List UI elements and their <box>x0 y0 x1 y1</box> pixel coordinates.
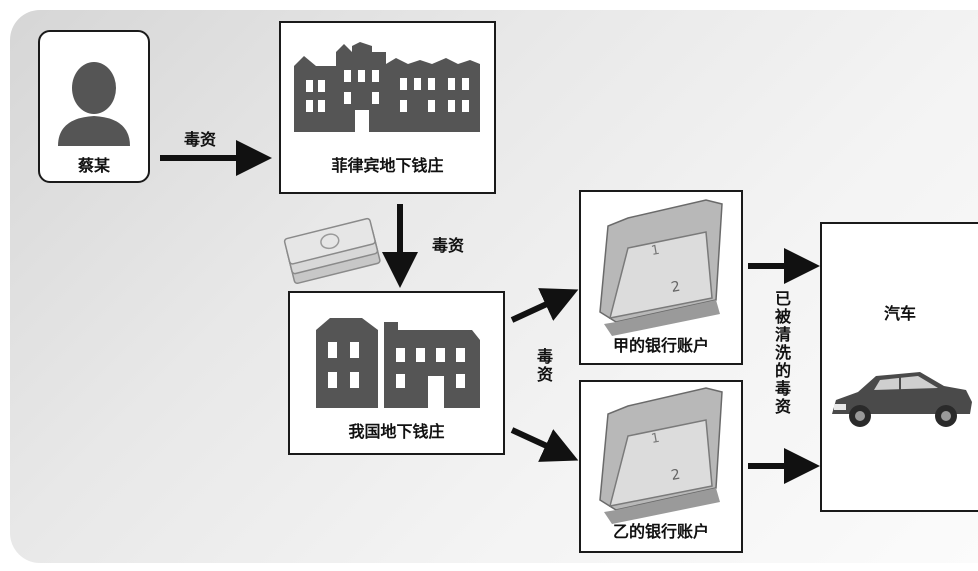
philippines-building-icon <box>294 42 480 132</box>
philippines-bank-label: 菲律宾地下钱庄 <box>331 156 444 175</box>
cai-label: 蔡某 <box>77 156 110 175</box>
svg-text:2: 2 <box>670 279 682 296</box>
car-label: 汽车 <box>883 304 916 323</box>
arrow-domestic-to-yi <box>510 427 579 462</box>
car-icon <box>832 372 972 427</box>
edge-label-domestic-to-accounts: 毒资 <box>534 348 553 384</box>
svg-text:2: 2 <box>670 467 682 484</box>
jia-account-label: 甲的银行账户 <box>612 336 709 355</box>
jia-account-book-icon: 1 2 <box>599 199 723 336</box>
arrows <box>160 140 820 484</box>
person-icon <box>58 62 130 146</box>
domestic-building-icon <box>316 318 480 408</box>
money-stack-icon <box>283 217 381 285</box>
edge-label-cai-to-philippines: 毒资 <box>183 130 216 149</box>
edge-label-philippines-to-domestic: 毒资 <box>431 236 464 255</box>
svg-text:1: 1 <box>650 243 661 259</box>
arrow-domestic-to-jia <box>510 288 579 323</box>
car-box <box>820 222 978 512</box>
yi-account-label: 乙的银行账户 <box>612 522 709 541</box>
edge-label-accounts-to-car: 已被清洗的毒资 <box>772 290 791 416</box>
domestic-bank-label: 我国地下钱庄 <box>348 422 445 441</box>
yi-account-book-icon: 1 2 <box>599 387 723 524</box>
svg-text:1: 1 <box>650 431 661 447</box>
